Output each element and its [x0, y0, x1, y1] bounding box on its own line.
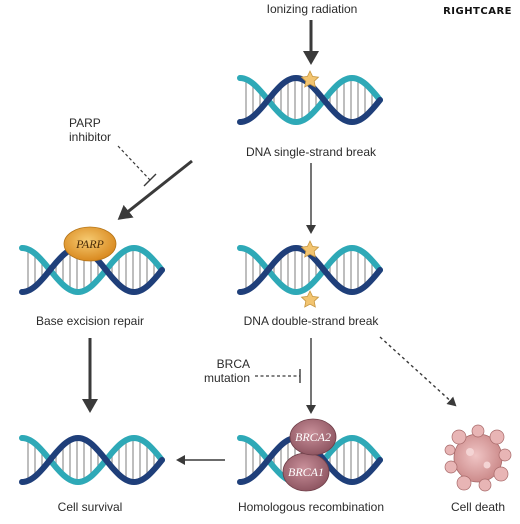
arrow-dsb-to-death [379, 336, 457, 407]
dna-helix-single-strand-break [237, 74, 383, 126]
brca2-protein [289, 418, 337, 456]
ionizing-radiation-label: Ionizing radiation [266, 2, 358, 16]
inhibition-parp-bar [143, 173, 157, 187]
star-icon [300, 240, 320, 258]
parp-protein [63, 226, 117, 262]
parp-inhibitor-label-line1: PARP [69, 116, 101, 130]
homologous-recombination-label: Homologous recombination [237, 500, 385, 514]
base-excision-repair-label: Base excision repair [35, 314, 145, 328]
watermark-logo: RIGHTCARE [443, 6, 512, 17]
brca-mutation-label-line1: BRCA [216, 357, 250, 371]
single-strand-break-label: DNA single-strand break [245, 145, 377, 159]
star-icon [300, 70, 320, 88]
brca1-protein-label: BRCA1 [288, 465, 324, 479]
cell-death-label: Cell death [450, 500, 506, 514]
dna-strand-light [237, 244, 383, 296]
dna-strand-light [19, 434, 165, 486]
parp-inhibitor-label-line2: inhibitor [69, 130, 112, 144]
parp-protein-label: PARP [76, 237, 104, 251]
brca2-protein-label: BRCA2 [295, 430, 331, 444]
star-icon [300, 290, 320, 308]
arrow-ssb-to-ber [117, 159, 193, 220]
inhibition-parp [117, 145, 151, 181]
apoptotic-cell-icon [444, 424, 512, 492]
cell-survival-label: Cell survival [57, 500, 123, 514]
dna-helix-cell-survival [19, 434, 165, 486]
dna-strand-light [19, 244, 165, 296]
dna-strand-light [237, 74, 383, 126]
brca-mutation-label-line2: mutation [203, 371, 250, 385]
double-strand-break-label: DNA double-strand break [243, 314, 379, 328]
dna-strand-dark [19, 434, 165, 486]
